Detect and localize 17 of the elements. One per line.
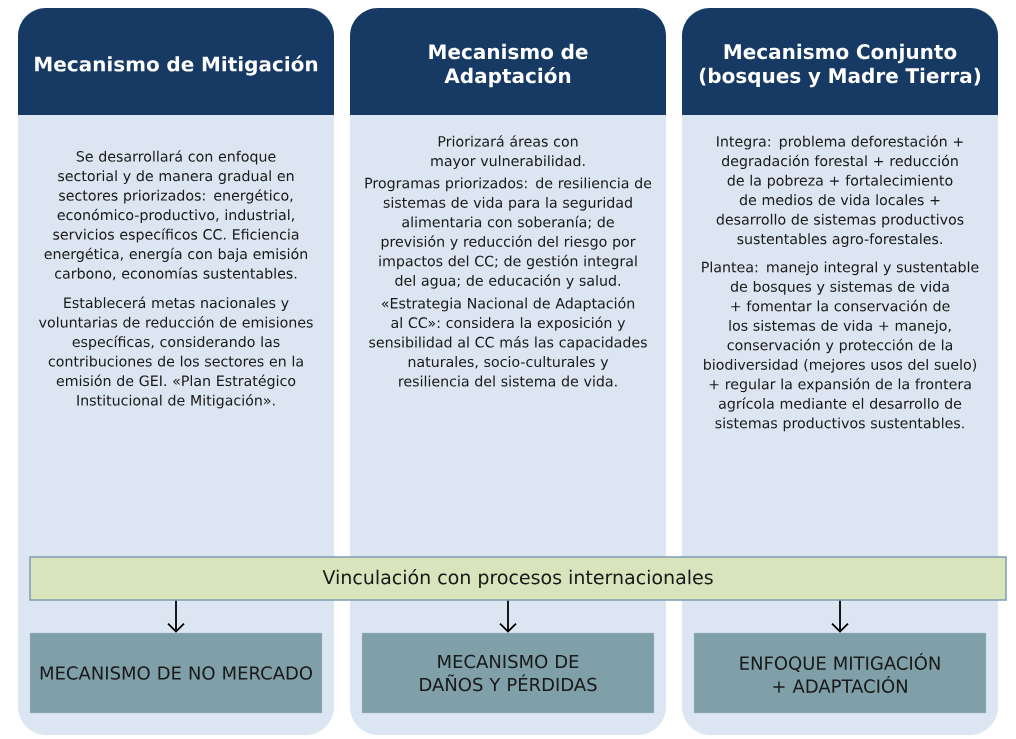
paragraph: Priorizará áreas con mayor vulnerabilidad.	[431, 135, 585, 169]
paragraph: «Estrategia Nacional de Adaptación al CC»: considera la exposición y sensibilidad al CC más las capacidades naturales, socio-culturales y resiliencia del sistema de vida.	[369, 297, 647, 387]
header-tab: Mecanismo de Mitigación	[18, 8, 334, 115]
paragraph: Integra: problema deforestación + degradación forestal + reducción de la pobreza + fortalecimiento de medios de vida locales + desarrollo de sistemas productivos sustentables agro-forestales.	[716, 135, 964, 247]
result-box: ENFOQUE MITIGACIÓN + ADAPTACIÓN	[693, 632, 987, 714]
arrow	[167, 599, 185, 633]
result-box: MECANISMO DE NO MERCADO	[29, 632, 323, 714]
result-box: MECANISMO DE DAÑOS Y PÉRDIDAS	[361, 632, 655, 714]
banner-box: Vinculación con procesos internacionales	[29, 556, 1007, 601]
header-tab: Mecanismo Conjunto (bosques y Madre Tierra)	[682, 8, 998, 115]
paragraph: Se desarrollará con enfoque sectorial y de manera gradual en sectores priorizados: energético, económico-productivo, industrial, servicios específicos CC. Eficiencia energética, energía con baja emisión carbono, economías sustentables.	[44, 150, 308, 281]
paragraph: Plantea: manejo integral y sustentable de bosques y sistemas de vida + fomentar la conservación de los sistemas de vida + manejo, conservación y protección de la biodiversidad (mejores usos del suelo) + regular la expansión de la frontera agrícola mediante el desarrollo de sistemas productivos sustentables.	[702, 261, 979, 432]
header-tab: Mecanismo de Adaptación	[350, 8, 666, 115]
paragraph: Programas priorizados: de resiliencia de sistemas de vida para la seguridad alimentaria con soberanía; de previsión y reducción del riesgo por impactos del CC; de gestión integral del agua; de educación y salud.	[365, 177, 652, 289]
arrow	[831, 599, 849, 633]
paragraph: Establecerá metas nacionales y voluntarias de reducción de emisiones específicas, considerando las contribuciones de los sectores en la emisión de GEI. «Plan Estratégico Institucional de Mitigación».	[39, 296, 313, 409]
arrow	[499, 599, 517, 633]
